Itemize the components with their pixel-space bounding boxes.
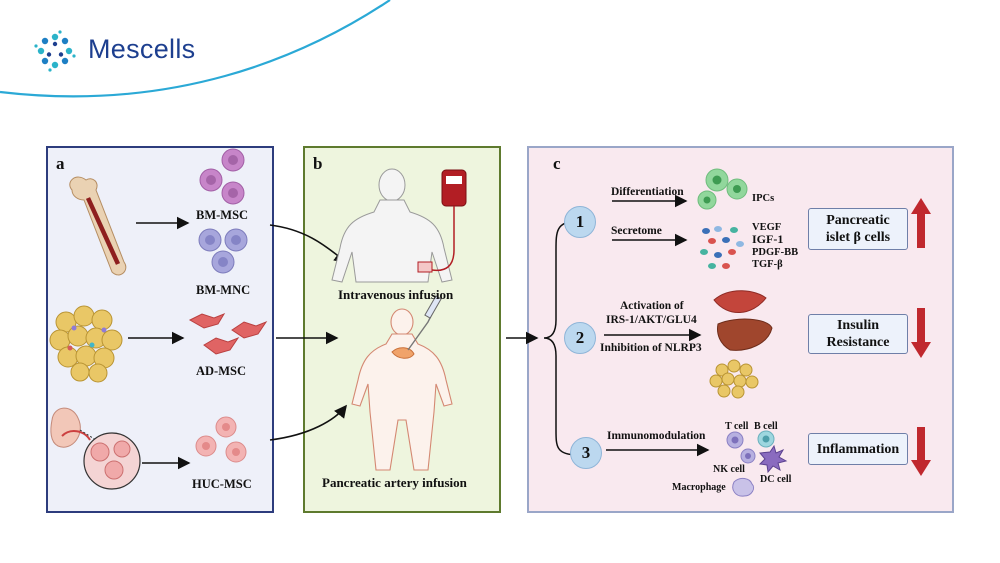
outcome-1-line-1: Pancreatic bbox=[826, 213, 890, 228]
adipose-tissue-icon bbox=[49, 305, 123, 383]
decrease-arrow-icon bbox=[911, 308, 931, 358]
bm-msc-label: BM-MSC bbox=[196, 208, 249, 222]
bone-icon bbox=[69, 176, 127, 276]
outcome-2-line-1: Insulin bbox=[836, 318, 880, 333]
t-cell-label: T cell bbox=[725, 421, 749, 432]
outcome-1-line-2: islet β cells bbox=[825, 230, 891, 245]
tgf-label: TGF-β bbox=[752, 259, 783, 270]
t-cell-icon bbox=[726, 431, 744, 449]
intravenous-infusion-label: Intravenous infusion bbox=[338, 287, 454, 302]
fat-cells-icon bbox=[709, 359, 759, 399]
ad-msc-cells-icon bbox=[188, 312, 268, 355]
ipcs-label: IPCs bbox=[752, 193, 775, 204]
panel-a-label: a bbox=[56, 154, 65, 173]
bm-mnc-label: BM-MNC bbox=[196, 283, 251, 297]
ad-msc-label: AD-MSC bbox=[196, 364, 246, 378]
decrease-arrow-icon-2 bbox=[911, 427, 931, 476]
liver-icon bbox=[717, 318, 773, 351]
outcome-3-line-1: Inflammation bbox=[816, 441, 900, 457]
differentiation-label: Differentiation bbox=[611, 186, 684, 198]
mechanism-2-badge: 2 bbox=[564, 322, 596, 354]
outcome-islet-beta-cells: Pancreatic islet β cells bbox=[808, 208, 908, 250]
mechanism-3-badge: 3 bbox=[570, 437, 602, 469]
huc-msc-label: HUC-MSC bbox=[192, 477, 252, 491]
mescells-logo-icon bbox=[34, 30, 76, 72]
panel-c-label: c bbox=[553, 154, 561, 173]
brand-name: Mescells bbox=[88, 34, 196, 64]
ipc-cells-icon bbox=[697, 168, 748, 210]
outcome-inflammation: Inflammation bbox=[808, 433, 908, 465]
dc-cell-label: DC cell bbox=[760, 474, 792, 485]
muscle-icon bbox=[713, 290, 767, 313]
syringe-icon bbox=[424, 295, 442, 319]
macrophage-icon bbox=[732, 477, 755, 497]
macrophage-label: Macrophage bbox=[672, 482, 726, 493]
vegf-label: VEGF bbox=[752, 222, 782, 233]
panel-b-label: b bbox=[313, 154, 323, 173]
b-cell-icon bbox=[757, 430, 775, 448]
activation-label: Activation of bbox=[620, 300, 684, 312]
huc-msc-cells-icon bbox=[195, 416, 247, 463]
blood-bag-icon bbox=[417, 169, 467, 273]
nk-cell-icon bbox=[740, 448, 756, 464]
secretome-factors-icon bbox=[700, 226, 744, 269]
dc-cell-icon bbox=[758, 444, 788, 474]
b-cell-label: B cell bbox=[754, 421, 778, 432]
outcome-insulin-resistance: Insulin Resistance bbox=[808, 314, 908, 354]
human-body-intravenous-icon bbox=[331, 168, 453, 283]
bm-mnc-cells-icon bbox=[198, 228, 248, 274]
pathway-label: IRS-1/AKT/GLU4 bbox=[606, 314, 697, 326]
increase-arrow-icon bbox=[911, 198, 931, 248]
human-body-pancreatic-icon bbox=[351, 308, 453, 471]
secretome-label: Secretome bbox=[611, 225, 662, 237]
pancreas-icon bbox=[391, 347, 415, 359]
mechanism-1-badge: 1 bbox=[564, 206, 596, 238]
nk-cell-label: NK cell bbox=[713, 464, 745, 475]
umbilical-cord-icon bbox=[50, 407, 141, 490]
pdgf-label: PDGF-BB bbox=[752, 247, 799, 258]
igf1-label: IGF-1 bbox=[752, 232, 784, 246]
pancreatic-artery-infusion-label: Pancreatic artery infusion bbox=[322, 475, 467, 490]
immunomodulation-label: Immunomodulation bbox=[607, 430, 706, 442]
inhibition-label: Inhibition of NLRP3 bbox=[600, 342, 702, 354]
bm-msc-cells-icon bbox=[199, 148, 245, 205]
outcome-2-line-2: Resistance bbox=[826, 335, 890, 350]
